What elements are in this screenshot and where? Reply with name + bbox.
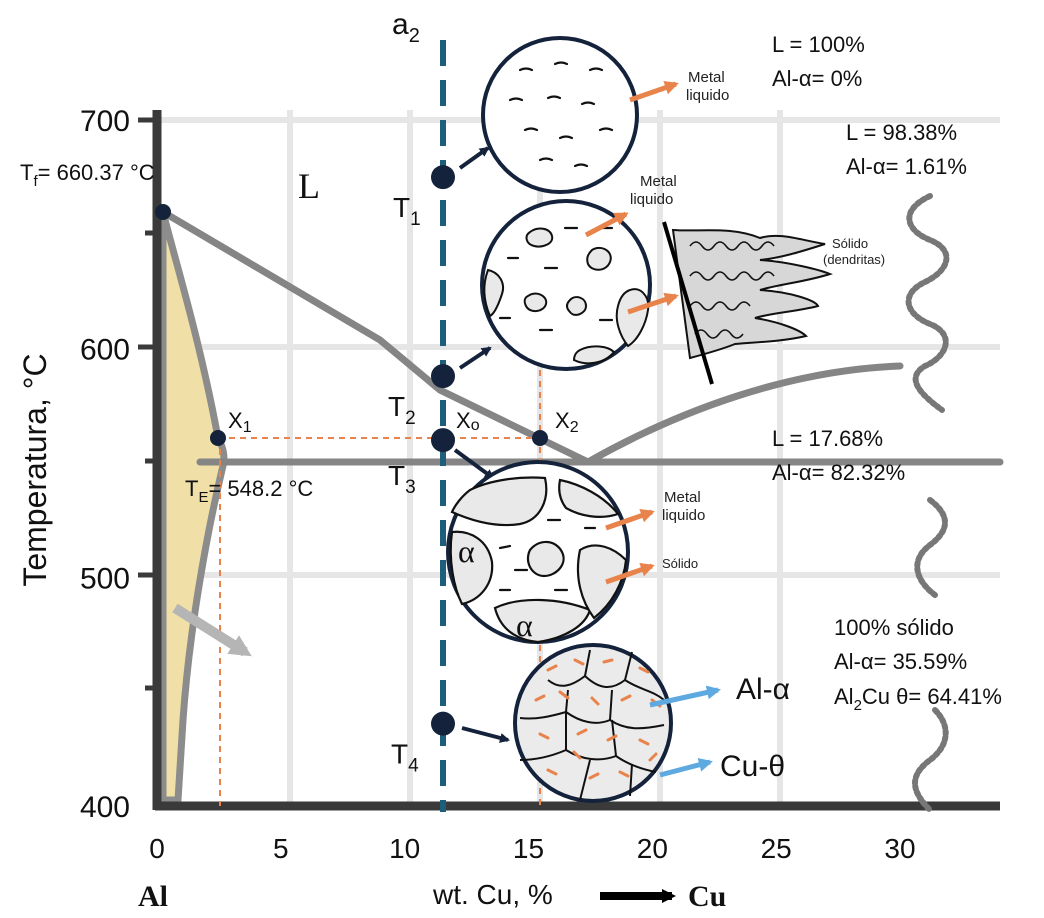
- phase-lines: [159, 208, 1004, 466]
- point-t2: [431, 364, 455, 389]
- y-axis-title: Temperatura, °C: [17, 353, 53, 586]
- x1-label: X1: [228, 408, 252, 436]
- note-t2-line1: L = 98.38%: [846, 120, 957, 145]
- cooling-curve: [905, 193, 950, 813]
- liquid-region-label: L: [298, 166, 320, 206]
- x-axis-tick-labels: 0 5 10 15 20 25 30: [149, 833, 915, 864]
- y-tick-label-600: 600: [80, 334, 130, 367]
- micrograph-t4-solid: [513, 643, 673, 803]
- callout-al-alpha: Al-α: [736, 673, 790, 706]
- melting-point-label: Tf= 660.37 °C: [20, 160, 155, 190]
- x-tick-label-0: 0: [149, 833, 165, 864]
- callout-solido: Sólido: [662, 556, 698, 571]
- x-tick-label-15: 15: [513, 833, 544, 864]
- y-axis-ticks: [138, 117, 157, 691]
- callout-solido-dendritas-2: (dendritas): [823, 252, 885, 267]
- point-t3: [431, 428, 455, 453]
- stage-notes: L = 100% Al-α= 0% L = 98.38% Al-α= 1.61%…: [772, 32, 1002, 714]
- y-tick-label-400: 400: [80, 791, 130, 824]
- point-label-t4: T4: [391, 739, 419, 777]
- callout-texts: Metal liquido Metal liquido Sólido (dend…: [630, 69, 885, 783]
- x-axis-right-label: Cu: [688, 880, 726, 913]
- x-tick-label-30: 30: [884, 833, 915, 864]
- note-t4-line3: Al2Cu θ= 64.41%: [834, 684, 1002, 714]
- x2-dot: [532, 430, 548, 446]
- point-label-t3: T3: [388, 460, 416, 498]
- x2-label: X2: [555, 408, 579, 436]
- a2-label: a2: [392, 8, 420, 47]
- micrograph-t3-mushy: [446, 460, 630, 644]
- alpha-label-left: α: [458, 533, 475, 569]
- melting-point-dot: [155, 204, 171, 220]
- note-t3-line1: L = 17.68%: [772, 426, 883, 451]
- note-t1-line1: L = 100%: [772, 32, 865, 57]
- micrograph-t2-dendrites: [480, 199, 652, 371]
- x-tick-label-20: 20: [637, 833, 668, 864]
- point-label-t1: T1: [393, 192, 421, 230]
- xo-label: Xo: [456, 408, 480, 434]
- orange-callout-arrows: [584, 81, 679, 585]
- blue-callout-arrows: [649, 685, 721, 778]
- point-label-t2: T2: [388, 391, 416, 429]
- callout-metal-2: Metal: [640, 173, 677, 190]
- callout-solido-dendritas-1: Sólido: [832, 236, 868, 251]
- cooling-arrow: [172, 603, 252, 657]
- note-t1-line2: Al-α= 0%: [772, 66, 862, 91]
- alpha-region: [159, 211, 228, 804]
- x-axis-left-label: Al: [138, 880, 168, 913]
- micrograph-arrows: [453, 146, 510, 743]
- note-t4-line1: 100% sólido: [834, 615, 954, 640]
- note-t3-line2: Al-α= 82.32%: [772, 460, 905, 485]
- x-tick-label-10: 10: [389, 833, 420, 864]
- point-t4: [431, 711, 455, 736]
- callout-liquido-3: liquido: [662, 507, 705, 524]
- callout-metal-1: Metal: [688, 69, 725, 86]
- x-tick-label-25: 25: [761, 833, 792, 864]
- note-t4-line2: Al-α= 35.59%: [834, 649, 967, 674]
- eutectic-label: TE= 548.2 °C: [185, 476, 313, 506]
- callout-liquido-1: liquido: [686, 87, 729, 104]
- point-t1: [431, 165, 455, 190]
- x-axis-title: wt. Cu, %: [432, 879, 553, 910]
- dendrite-sketch: [662, 221, 833, 385]
- y-tick-label-500: 500: [80, 562, 130, 595]
- x-tick-label-5: 5: [273, 833, 289, 864]
- alpha-label-bottom: α: [516, 607, 533, 643]
- x1-dot: [210, 430, 226, 446]
- y-axis-tick-labels: 700 600 500 400: [80, 105, 130, 824]
- callout-liquido-2: liquido: [630, 191, 673, 208]
- callout-cu-theta: Cu-θ: [720, 750, 785, 783]
- note-t2-line2: Al-α= 1.61%: [846, 154, 967, 179]
- y-tick-label-700: 700: [80, 105, 130, 138]
- callout-metal-3: Metal: [664, 489, 701, 506]
- micrograph-t1-liquid: [481, 36, 639, 194]
